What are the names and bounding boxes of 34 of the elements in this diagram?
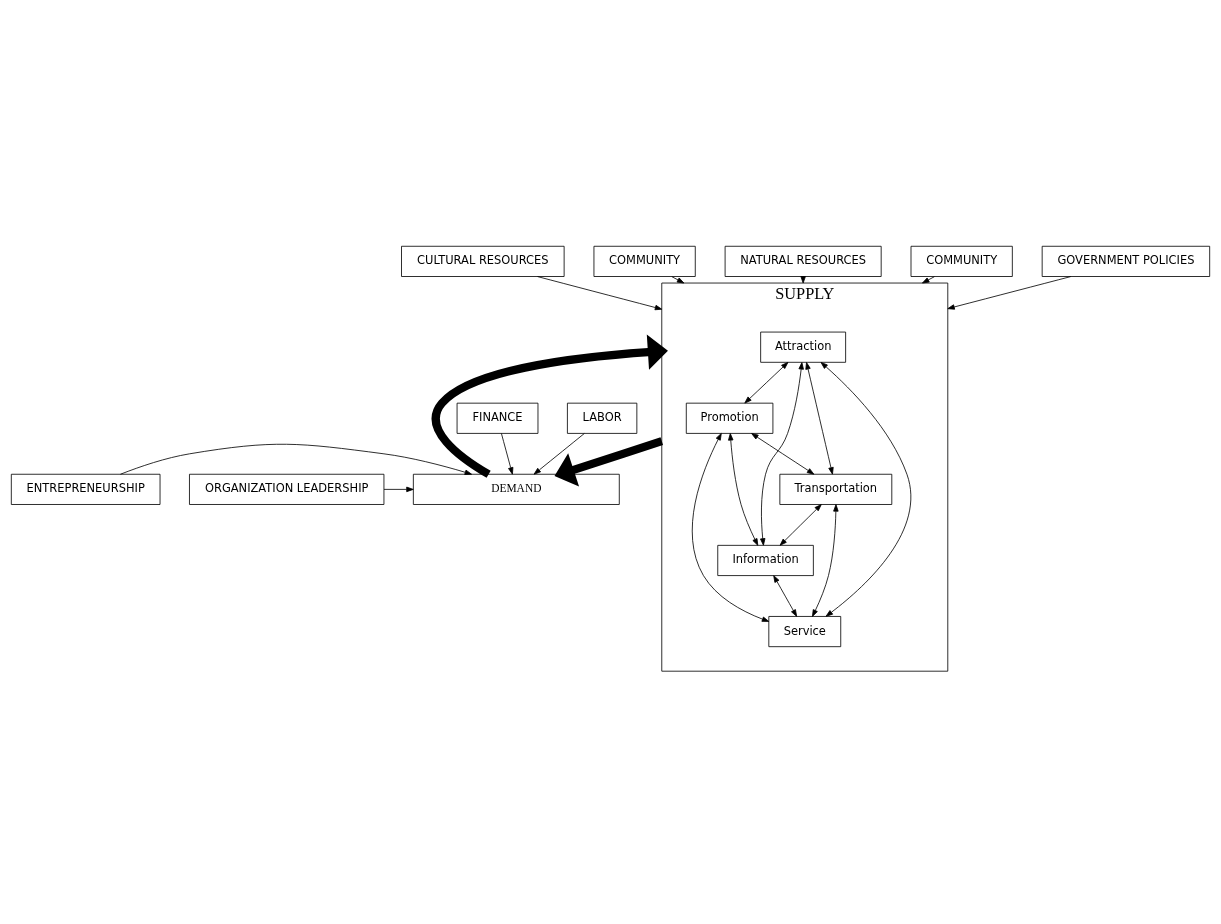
- arrow: [537, 276, 663, 311]
- node-box: Service: [768, 616, 842, 648]
- node-box: ENTREPRENEURSHIP: [10, 473, 161, 505]
- arrow: [554, 437, 664, 487]
- node-box: CULTURAL RESOURCES: [401, 245, 565, 277]
- arrow: [671, 276, 685, 284]
- arrow: [820, 362, 912, 617]
- arrow: [947, 276, 1072, 310]
- arrow: [501, 433, 514, 475]
- arrow: [779, 504, 822, 546]
- arrow: [383, 486, 414, 493]
- node-box: FINANCE: [456, 402, 539, 434]
- arrow: [431, 334, 668, 478]
- node-box: Promotion: [685, 402, 774, 434]
- arrow: [691, 433, 770, 622]
- arrow: [922, 276, 935, 284]
- arrow: [773, 575, 798, 617]
- node-box: ORGANIZATION LEADERSHIP: [189, 473, 385, 505]
- node-box: COMMUNITY: [910, 245, 1013, 277]
- arrow: [728, 433, 759, 546]
- node-box: GOVERNMENT POLICIES: [1041, 245, 1211, 277]
- node-box: LABOR: [567, 402, 638, 434]
- arrow: [120, 443, 472, 475]
- node-box: DEMAND: [412, 473, 620, 505]
- arrow: [533, 433, 585, 475]
- node-box: Attraction: [760, 331, 847, 363]
- arrow: [805, 362, 834, 475]
- node-box: Transportation: [779, 473, 893, 505]
- arrow: [812, 504, 839, 617]
- arrow: [751, 433, 815, 475]
- arrow: [744, 362, 789, 404]
- node-box: Information: [717, 544, 814, 576]
- arrow: [760, 362, 804, 546]
- node-box: COMMUNITY: [593, 245, 696, 277]
